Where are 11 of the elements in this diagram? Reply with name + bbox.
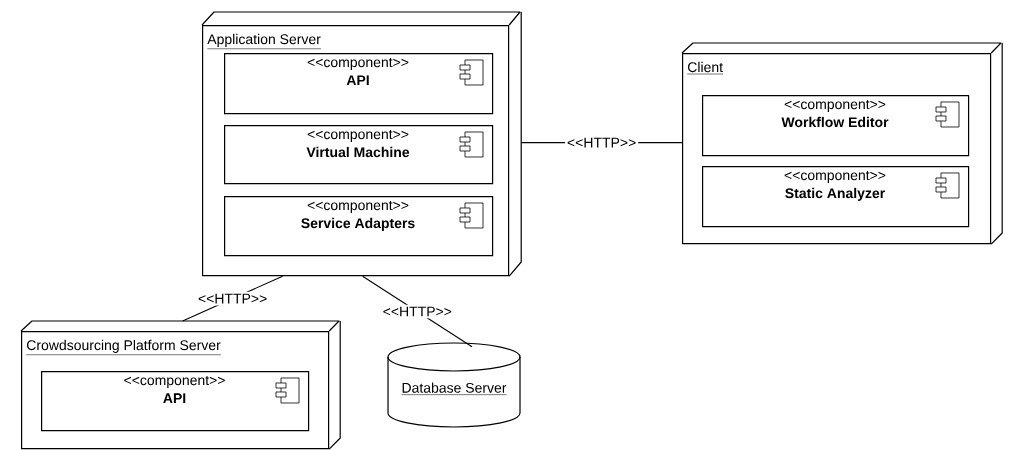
edge-label: <<HTTP>> — [380, 304, 454, 319]
node-label: Database Server — [402, 382, 507, 393]
database-cylinder: Database Server — [387, 342, 521, 428]
component-box: <<component>> Workflow Editor — [702, 95, 970, 157]
component-box: <<component>> Static Analyzer — [702, 166, 970, 228]
edge-label: <<HTTP>> — [196, 291, 270, 306]
component-box: <<component>> Virtual Machine — [224, 125, 494, 185]
component-box: <<component>> API — [224, 53, 494, 115]
component-box: <<component>> Service Adapters — [224, 196, 494, 257]
component-box: <<component>> API — [41, 371, 310, 432]
edge-label: <<HTTP>> — [565, 135, 639, 150]
